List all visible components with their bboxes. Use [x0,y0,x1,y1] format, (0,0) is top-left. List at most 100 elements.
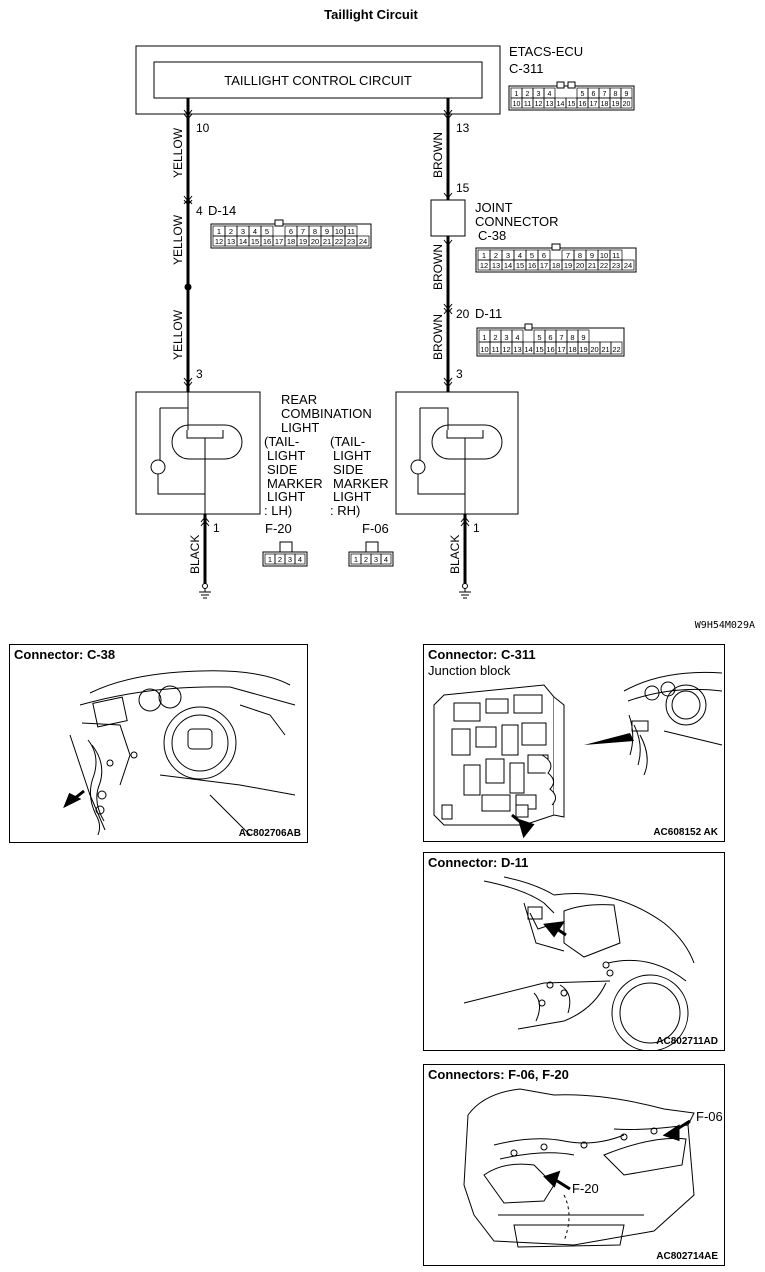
circuit-label: TAILLIGHT CONTROL CIRCUIT [224,73,412,88]
rear-label-1: REAR [281,392,317,407]
pin-number: 3 [506,251,510,260]
pin-number: 11 [492,345,500,354]
pin-number: 16 [579,101,587,108]
diagram-title: Taillight Circuit [324,7,418,22]
wire-color-label: BLACK [448,535,462,574]
pin-number: 11 [524,101,531,108]
pin-cell [380,553,392,565]
pin-number: 1 [515,91,519,98]
pin-number: 3 [288,555,292,564]
pin-number: 20 [623,101,631,108]
pin-number: 9 [325,227,329,236]
pin-number: 3 [504,333,508,342]
pin-number: 19 [299,237,307,246]
rear-quarter-illustration [463,876,695,1050]
pin-cell [356,235,370,247]
pin-number: 15 [568,101,576,108]
pin-number: 10 [335,227,343,236]
dashboard-illustration [63,670,296,836]
pin-joint-20: 20 [456,307,470,321]
trunk-illustration [463,1088,695,1248]
pin-ecu-13: 13 [456,121,470,135]
connector-d14-label: D-14 [208,203,236,218]
wire-arrow-markers [183,109,470,527]
wire-color-label: YELLOW [171,309,185,360]
f20-callout: F-20 [572,1181,599,1196]
pin-number: 17 [540,261,548,270]
rh-label-3: SIDE [333,462,364,477]
panel-code: AC802714AE [656,1251,718,1262]
pin-number: 16 [546,345,554,354]
pin-d14-4: 4 [196,204,203,218]
location-arrow [543,1170,571,1191]
pin-number: 8 [578,251,582,260]
pin-number: 8 [313,227,317,236]
pin-number: 12 [215,237,223,246]
pin-number: 4 [518,251,522,260]
pin-number: 18 [287,237,295,246]
pin-number: 10 [480,345,488,354]
connector-d11-panel: Connector: D-11 AC802711AD [423,852,725,1051]
pin-number: 9 [590,251,594,260]
pin-number: 8 [614,91,618,98]
pin-number: 4 [253,227,257,236]
pin-number: 13 [492,261,500,270]
connector-key [279,541,293,553]
pin-number: 12 [480,261,488,270]
pin-number: 2 [364,555,368,564]
connector-f06-f20-panel: Connectors: F-06, F-20 F-06 F-20 AC80271… [423,1064,725,1266]
panel-title: Connector: C-311 [428,647,536,662]
f06-callout: F-06 [696,1109,723,1124]
rh-label-2: LIGHT [333,448,371,463]
pin-number: 19 [612,101,620,108]
connector-d11-label: D-11 [475,306,502,321]
pin-number: 17 [590,101,598,108]
pin-number: 2 [493,333,497,342]
pin-number: 14 [504,261,512,270]
location-arrow [543,921,567,938]
pin-number: 21 [601,345,609,354]
pin-number: 6 [542,251,546,260]
etacs-ecu: TAILLIGHT CONTROL CIRCUIT ETACS-ECU C-31… [135,44,635,115]
pin-light-lh-3: 3 [196,367,203,381]
ground-icon [459,583,471,599]
panel-code: AC608152 AK [653,827,718,838]
rear-label-2: COMBINATION [281,406,372,421]
connector-key [274,219,284,227]
taillight-circuit-diagram: Taillight Circuit TAILLIGHT CONTROL CIRC… [135,7,755,631]
rear-label-3: LIGHT [281,420,319,435]
ecu-connector-id: C-311 [509,61,543,76]
pin-number: 12 [502,345,510,354]
connector-key [556,81,565,89]
pin-number: 2 [278,555,282,564]
pin-number: 17 [557,345,565,354]
pin-number: 7 [301,227,305,236]
pin-ground-rh-1: 1 [473,521,480,535]
pin-number: 21 [588,261,596,270]
joint-label-2: CONNECTOR [475,214,559,229]
rh-label-4: MARKER [333,476,389,491]
wire-color-label: YELLOW [171,214,185,265]
connector-f06-label: F-06 [362,521,389,536]
pin-number: 7 [559,333,563,342]
wire-color-label: BROWN [431,132,445,178]
location-arrow [662,1119,691,1142]
rear-combination-light-rh [395,391,519,515]
lh-label-3: SIDE [267,462,298,477]
pin-number: 6 [592,91,596,98]
rh-label-1: (TAIL- [330,434,365,449]
pin-number: 4 [298,555,302,564]
pin-number: 5 [265,227,269,236]
pin-cell [620,97,633,109]
pin-number: 22 [600,261,608,270]
pin-number: 3 [241,227,245,236]
lh-label-6: : LH) [264,503,292,518]
splice-point [184,283,192,291]
pin-number: 6 [289,227,293,236]
pin-number: 6 [548,333,552,342]
pin-ground-lh-1: 1 [213,521,220,535]
pin-number: 16 [528,261,536,270]
pin-number: 20 [576,261,584,270]
